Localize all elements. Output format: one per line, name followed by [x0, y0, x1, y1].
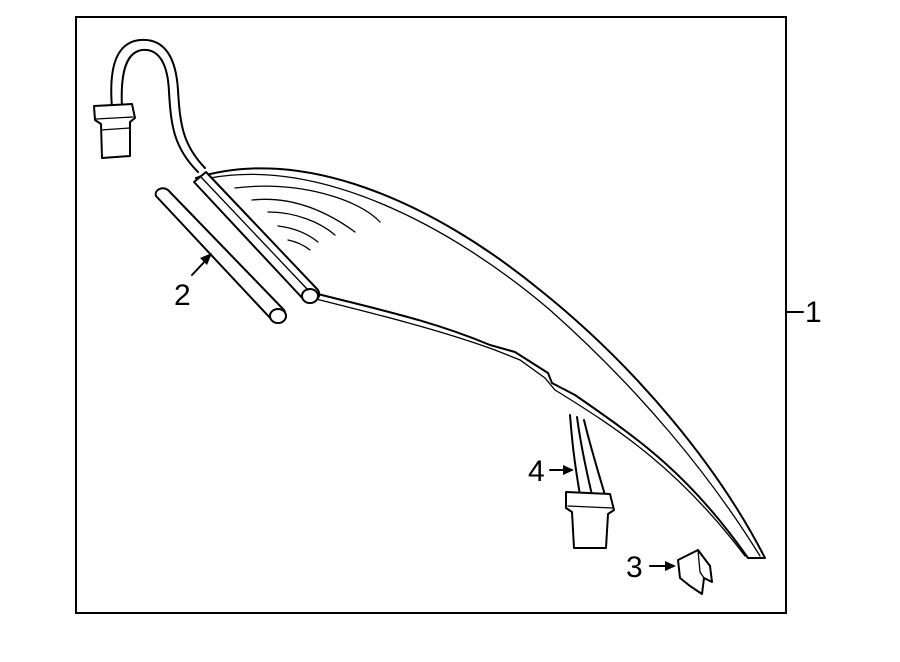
lower-wire-harness: [565, 414, 615, 549]
callout-3-arrow: [649, 561, 676, 571]
edge-seal-rod: [193, 171, 321, 304]
callout-3-label: 3: [626, 551, 643, 584]
diagram-frame: [75, 16, 787, 614]
callout-2-label: 2: [174, 279, 191, 312]
glass-panel: [195, 167, 766, 559]
clip: [677, 549, 713, 595]
callout-1-label: 1: [805, 296, 822, 329]
seal-rod: [154, 187, 287, 324]
callout-4-arrow: [549, 465, 574, 475]
callout-2-arrow: [191, 253, 212, 276]
upper-wire-harness: [93, 38, 206, 173]
callout-4-label: 4: [528, 455, 545, 488]
